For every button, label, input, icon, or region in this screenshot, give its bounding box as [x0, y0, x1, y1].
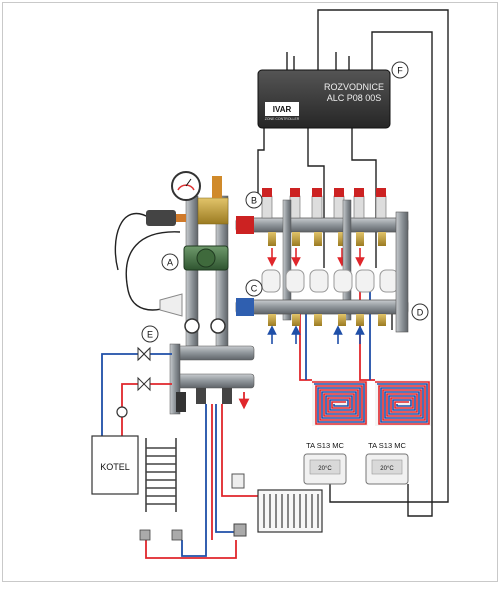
ivar-logo [265, 102, 299, 116]
callout-f: F [391, 61, 409, 79]
callout-d: D [411, 303, 429, 321]
thermostat-2: TA S13 MC 20°C [365, 441, 409, 485]
floor-loop-1 [312, 380, 368, 426]
thermostat-2-model: TA S13 MC [368, 441, 406, 450]
thermostatic-head [159, 293, 183, 317]
bracket-right [342, 199, 352, 321]
floor-loop-2 [375, 380, 431, 426]
flow-meters [261, 188, 387, 219]
callout-c: C [245, 279, 263, 297]
diagram-border [2, 2, 498, 582]
thermostat-2-display: 20°C [380, 466, 394, 472]
boiler-label: KOTEL [100, 462, 130, 472]
mixing-valve-actuator [146, 210, 176, 226]
controller-brand-sub: ZONE CONTROLLER [265, 117, 300, 121]
callout-e: E [141, 325, 159, 343]
callout-a-text: A [167, 258, 173, 268]
manifold-end-cap [395, 211, 409, 333]
thermal-actuators [261, 269, 399, 293]
thermostat-1: TA S13 MC 20°C [303, 441, 347, 485]
zone-controller: IVAR ZONE CONTROLLER ROZVODNICE ALC P08 … [257, 69, 391, 129]
callout-b-text: B [251, 196, 257, 206]
boiler-valves [116, 346, 151, 418]
controller-title-line2: ALC P08 00S [327, 93, 382, 103]
panel-radiator [231, 473, 323, 537]
callout-e-text: E [147, 330, 153, 340]
controller-title-line1: ROZVODNICE [324, 82, 384, 92]
bracket-left [282, 199, 292, 321]
valve-b [236, 216, 254, 234]
thermostat-1-model: TA S13 MC [306, 441, 344, 450]
hydraulic-distributor [169, 343, 255, 415]
callout-f-text: F [397, 66, 403, 76]
thermostat-1-display: 20°C [318, 466, 332, 472]
callout-d-text: D [417, 308, 424, 318]
callout-c-text: C [251, 284, 258, 294]
valve-c [236, 298, 254, 316]
supply-manifold [235, 188, 409, 267]
controller-brand: IVAR [273, 105, 292, 114]
boiler: KOTEL [91, 435, 139, 495]
return-manifold [235, 269, 409, 344]
callout-labels: A B C D E F [141, 61, 429, 343]
towel-radiator [139, 438, 183, 541]
boiler-pump-icon [116, 406, 128, 418]
pump-group [146, 171, 254, 347]
callout-a: A [161, 253, 179, 271]
callout-b: B [245, 191, 263, 209]
